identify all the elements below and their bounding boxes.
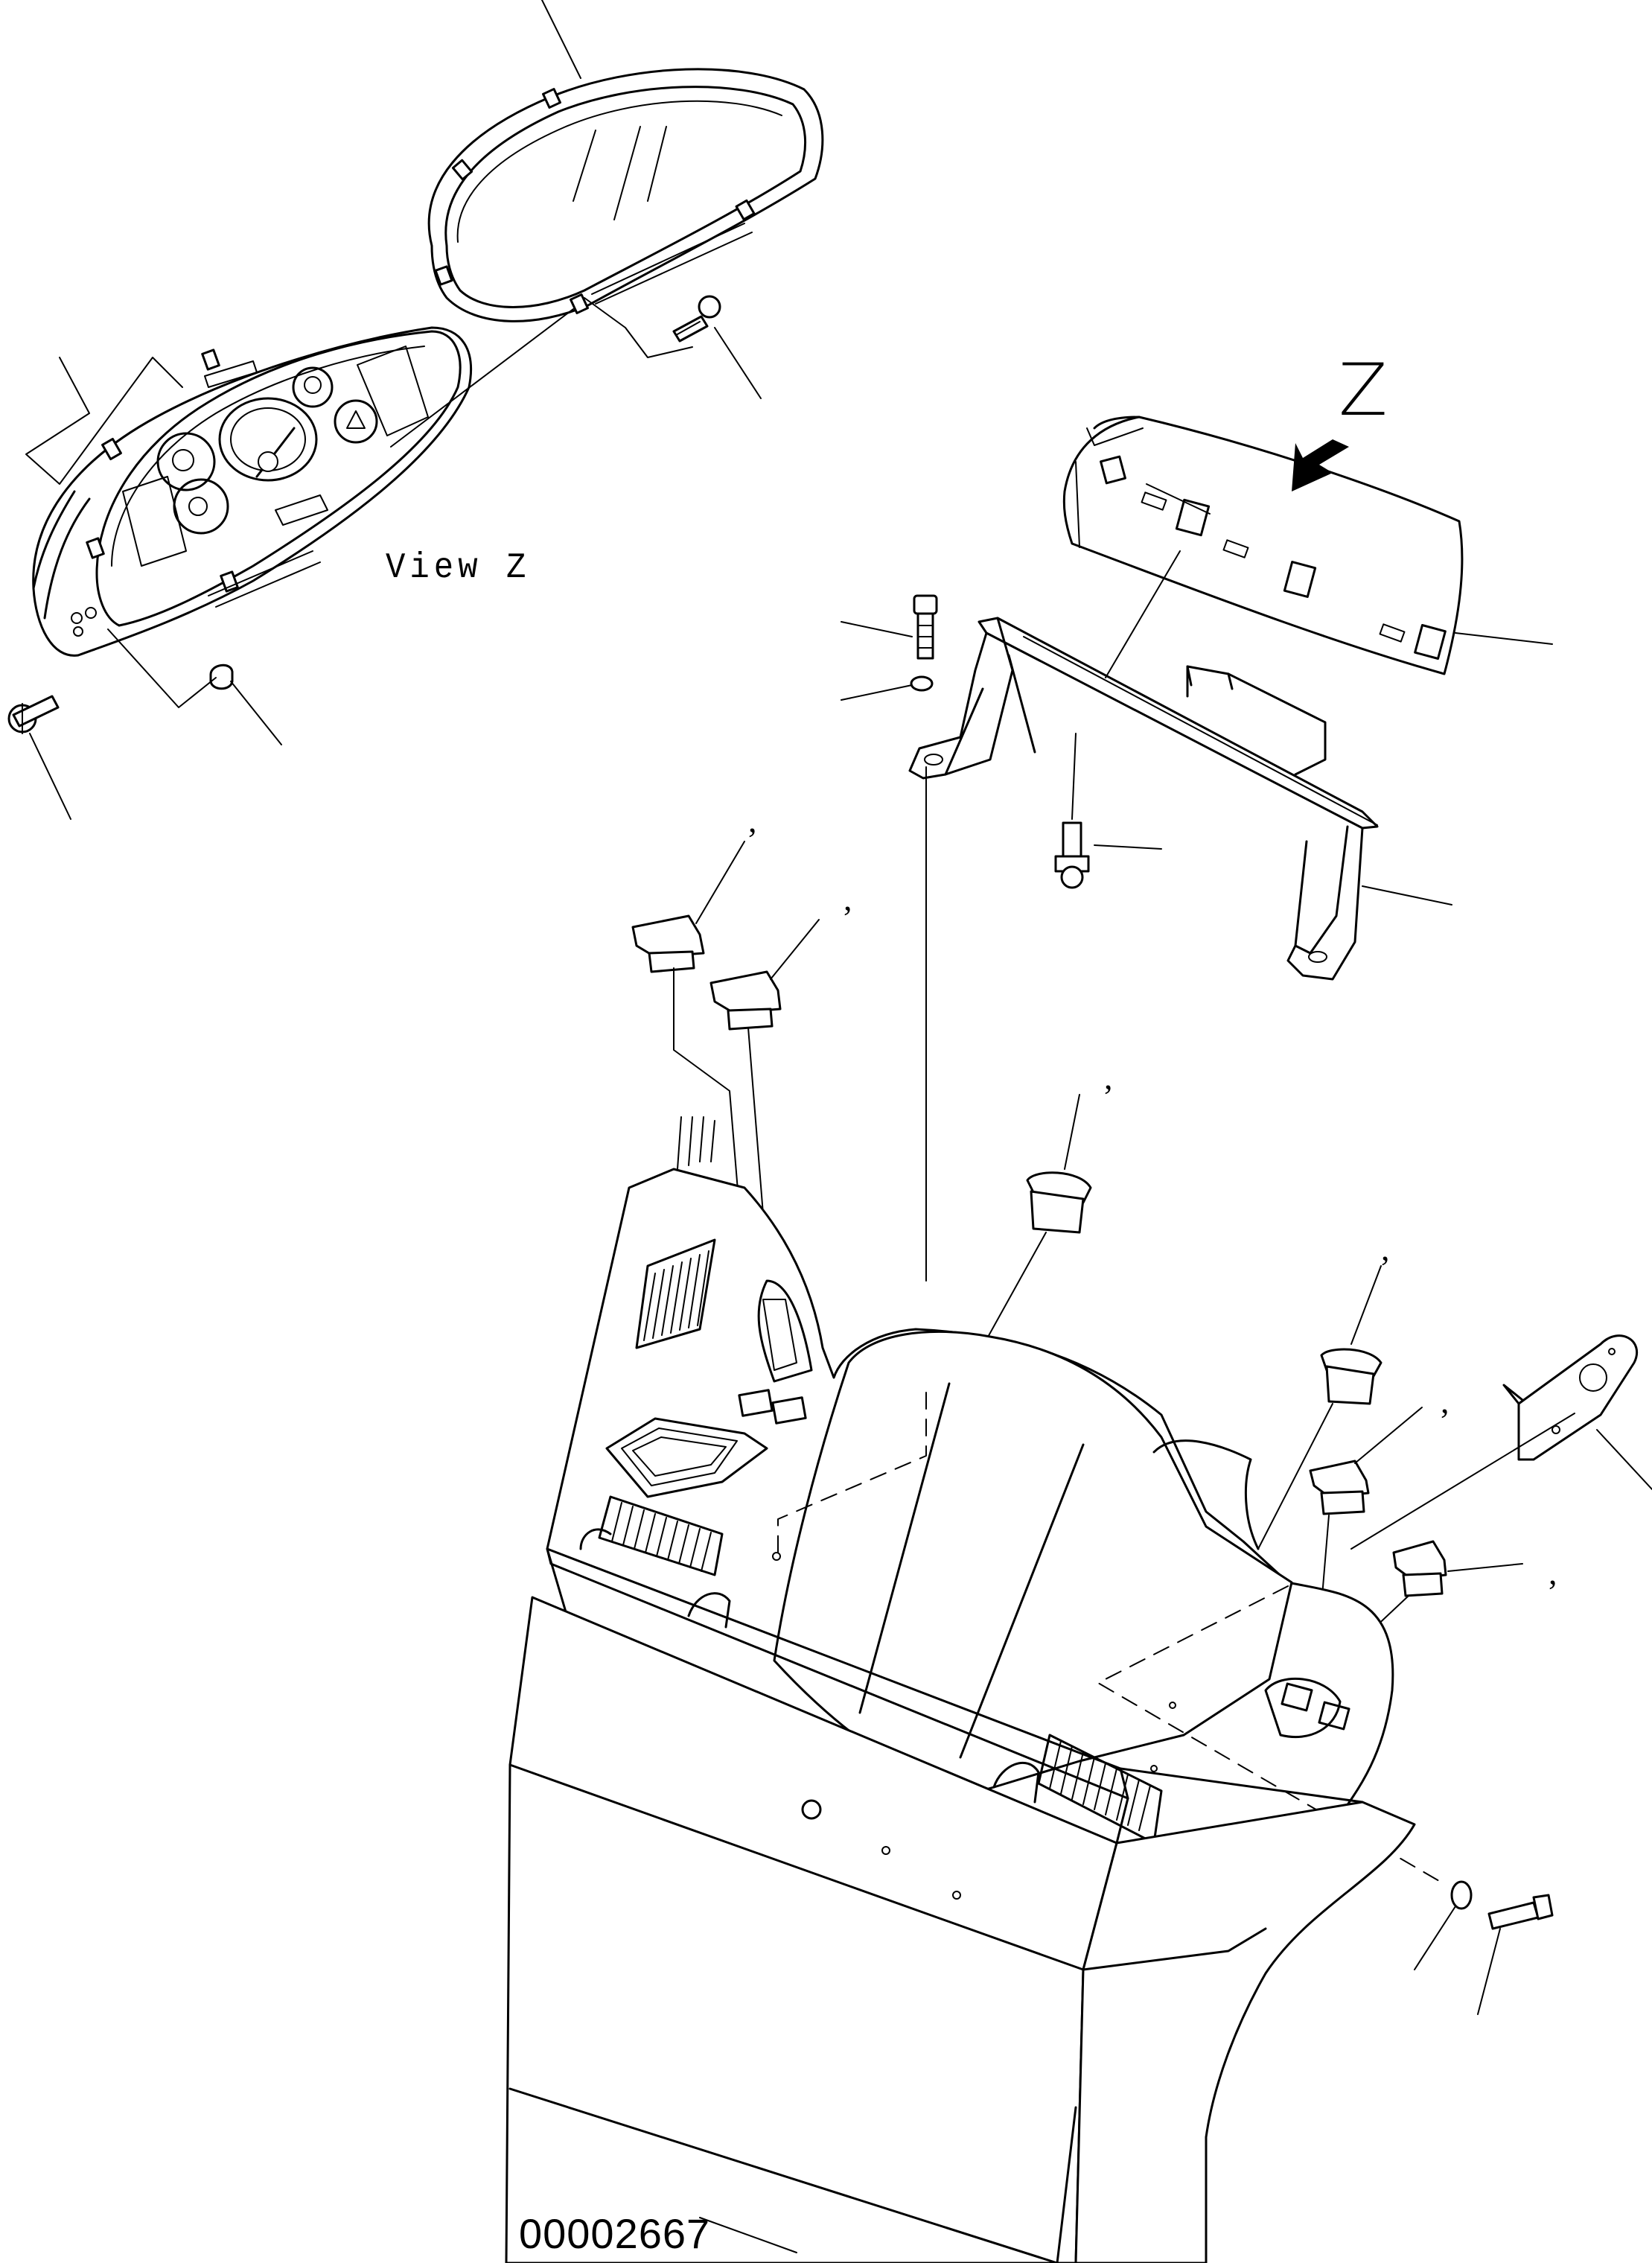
cover-screw bbox=[672, 295, 721, 343]
leader-plug-right bbox=[1350, 1265, 1382, 1345]
leader-switch-right-2 bbox=[1447, 1563, 1523, 1572]
ref-mark-switch-left-2: , bbox=[843, 879, 852, 917]
switch-panel bbox=[1062, 416, 1464, 675]
leader-bracket-to-panel bbox=[1105, 550, 1181, 678]
switch-right-2 bbox=[1392, 1540, 1447, 1597]
view-z-label: View Z bbox=[386, 547, 531, 589]
leader-plug-center bbox=[1064, 1094, 1080, 1170]
cluster-plug bbox=[209, 663, 234, 690]
switch-left-2 bbox=[709, 970, 782, 1031]
leader-switch-panel bbox=[1455, 632, 1553, 645]
mounting-bracket bbox=[908, 617, 1379, 981]
leader-cluster bbox=[25, 357, 183, 485]
plug-center bbox=[1026, 1171, 1092, 1234]
leader-screw-label bbox=[714, 327, 762, 399]
cluster-screw bbox=[7, 695, 60, 734]
console-washer bbox=[1450, 1880, 1473, 1910]
left-grille bbox=[635, 1238, 716, 1349]
plate-drop bbox=[1350, 1413, 1575, 1550]
dashboard-console bbox=[505, 1116, 1445, 2263]
leader-console-washer bbox=[1414, 1906, 1456, 1970]
instrument-cluster bbox=[32, 326, 473, 657]
bracket-screw-axis bbox=[1071, 733, 1077, 820]
cluster-cover-lens bbox=[427, 68, 824, 322]
leader-console-bolt bbox=[1477, 1928, 1501, 2015]
switch-left-1 bbox=[631, 914, 705, 973]
ref-mark-switch-left-1: , bbox=[748, 801, 757, 839]
console-bolt bbox=[1487, 1894, 1554, 1930]
z-label: Z bbox=[1339, 348, 1388, 432]
ref-mark-plug-right: , bbox=[1381, 1229, 1390, 1267]
leader-cluster-screw bbox=[29, 733, 71, 820]
bracket-screw bbox=[1054, 821, 1090, 889]
leader-drawing-number bbox=[699, 2217, 797, 2253]
ref-mark-plug-center: , bbox=[1104, 1058, 1113, 1096]
ref-mark-switch-right-2: , bbox=[1549, 1553, 1557, 1591]
leader-cover bbox=[541, 0, 581, 79]
leader-cluster-plug bbox=[107, 628, 282, 745]
leader-bracket-screw bbox=[1094, 844, 1162, 850]
bracket-bolt bbox=[913, 594, 938, 660]
mounting-plate bbox=[1502, 1334, 1639, 1461]
view-arrow bbox=[1292, 439, 1349, 491]
leader-bracket-washer bbox=[841, 684, 913, 701]
leader-bracket-bolt bbox=[841, 621, 913, 637]
leader-cover-screw bbox=[584, 297, 693, 358]
leader-switch-left-2 bbox=[770, 919, 820, 980]
leader-mounting-plate bbox=[1596, 1429, 1652, 1490]
leader-cluster-to-cover bbox=[390, 308, 574, 448]
leader-switch-left-1 bbox=[695, 841, 745, 924]
front-vent-left bbox=[598, 1495, 724, 1576]
leader-switch-right-1 bbox=[1354, 1407, 1423, 1464]
plug-right-drop bbox=[1257, 1403, 1333, 1550]
bracket-washer bbox=[910, 675, 934, 692]
leader-bracket bbox=[1362, 885, 1452, 905]
ref-mark-switch-right-1: , bbox=[1441, 1382, 1450, 1420]
drawing-number: 00002667 bbox=[519, 2210, 711, 2257]
plug-right bbox=[1320, 1348, 1382, 1405]
switch-right-1 bbox=[1309, 1460, 1370, 1515]
